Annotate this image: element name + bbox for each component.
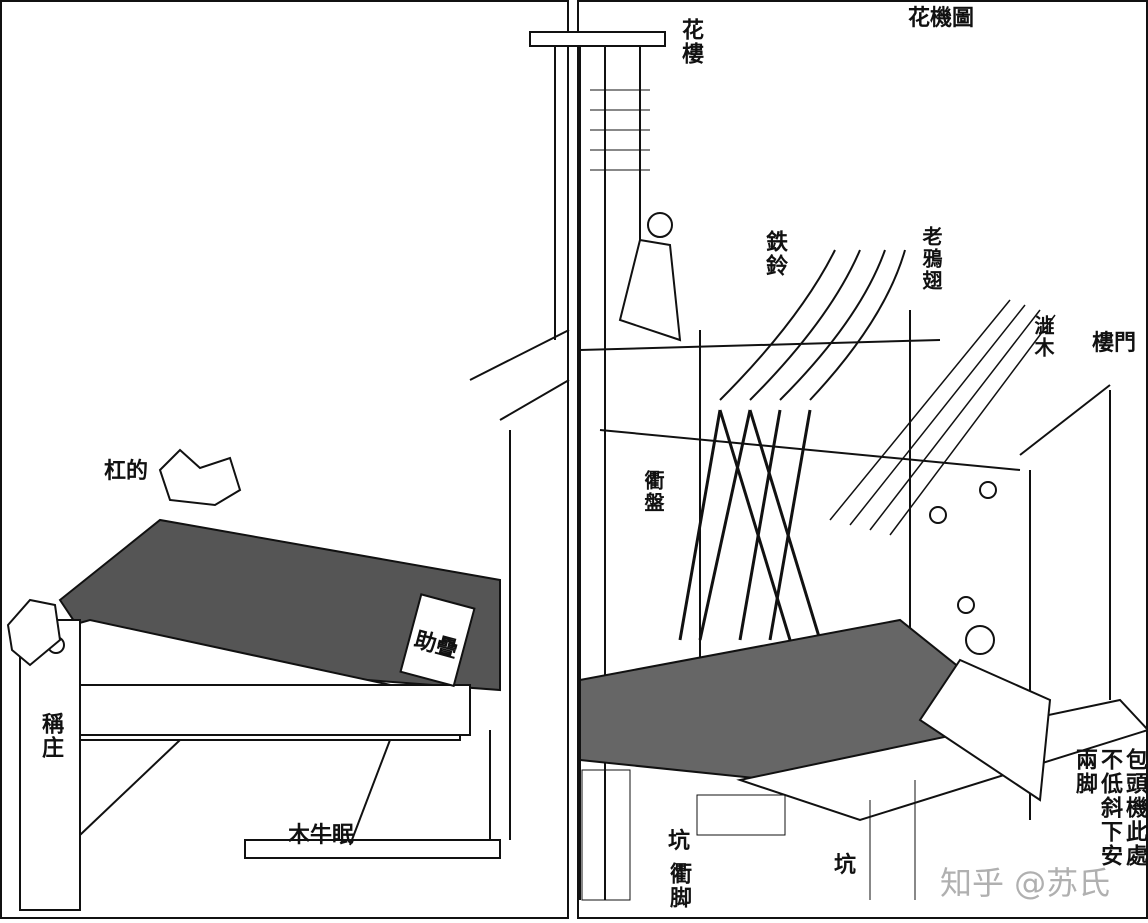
- cross-beam: [79, 684, 471, 736]
- label-qujiao: 衢脚: [666, 862, 692, 910]
- label-tieling: 鉄鈴: [762, 230, 788, 278]
- digang-star: [158, 448, 242, 507]
- note-column-1: 包頭機此處: [1122, 748, 1148, 868]
- title-huajitu: 花機圖: [908, 5, 975, 31]
- watermark: 知乎 @苏氏: [940, 864, 1111, 902]
- label-menlou: 樓門: [1092, 330, 1137, 356]
- note-column-3: 兩脚: [1072, 748, 1098, 796]
- drawboy-figure: [647, 212, 673, 238]
- label-hualou: 花樓: [678, 18, 704, 66]
- label-chengzhuang: 稱庄: [38, 712, 64, 760]
- label-semu: 澁木: [1031, 315, 1055, 359]
- left-panel: [0, 0, 569, 919]
- hualou-top: [529, 31, 666, 47]
- laoyachi-wings: [719, 249, 906, 401]
- label-keng-left: 坑: [668, 828, 691, 854]
- label-laoyachi: 老鴉翅: [919, 226, 943, 292]
- label-digang: 杠的: [104, 458, 149, 484]
- note-column-2: 不低斜下安: [1097, 748, 1123, 868]
- weaver-figure: [965, 625, 995, 655]
- label-mianniumu: 木牛眠: [288, 822, 355, 848]
- mianniumu-board: [244, 839, 501, 859]
- label-keng-right: 坑: [834, 852, 857, 878]
- label-qupan: 衢盤: [641, 470, 665, 514]
